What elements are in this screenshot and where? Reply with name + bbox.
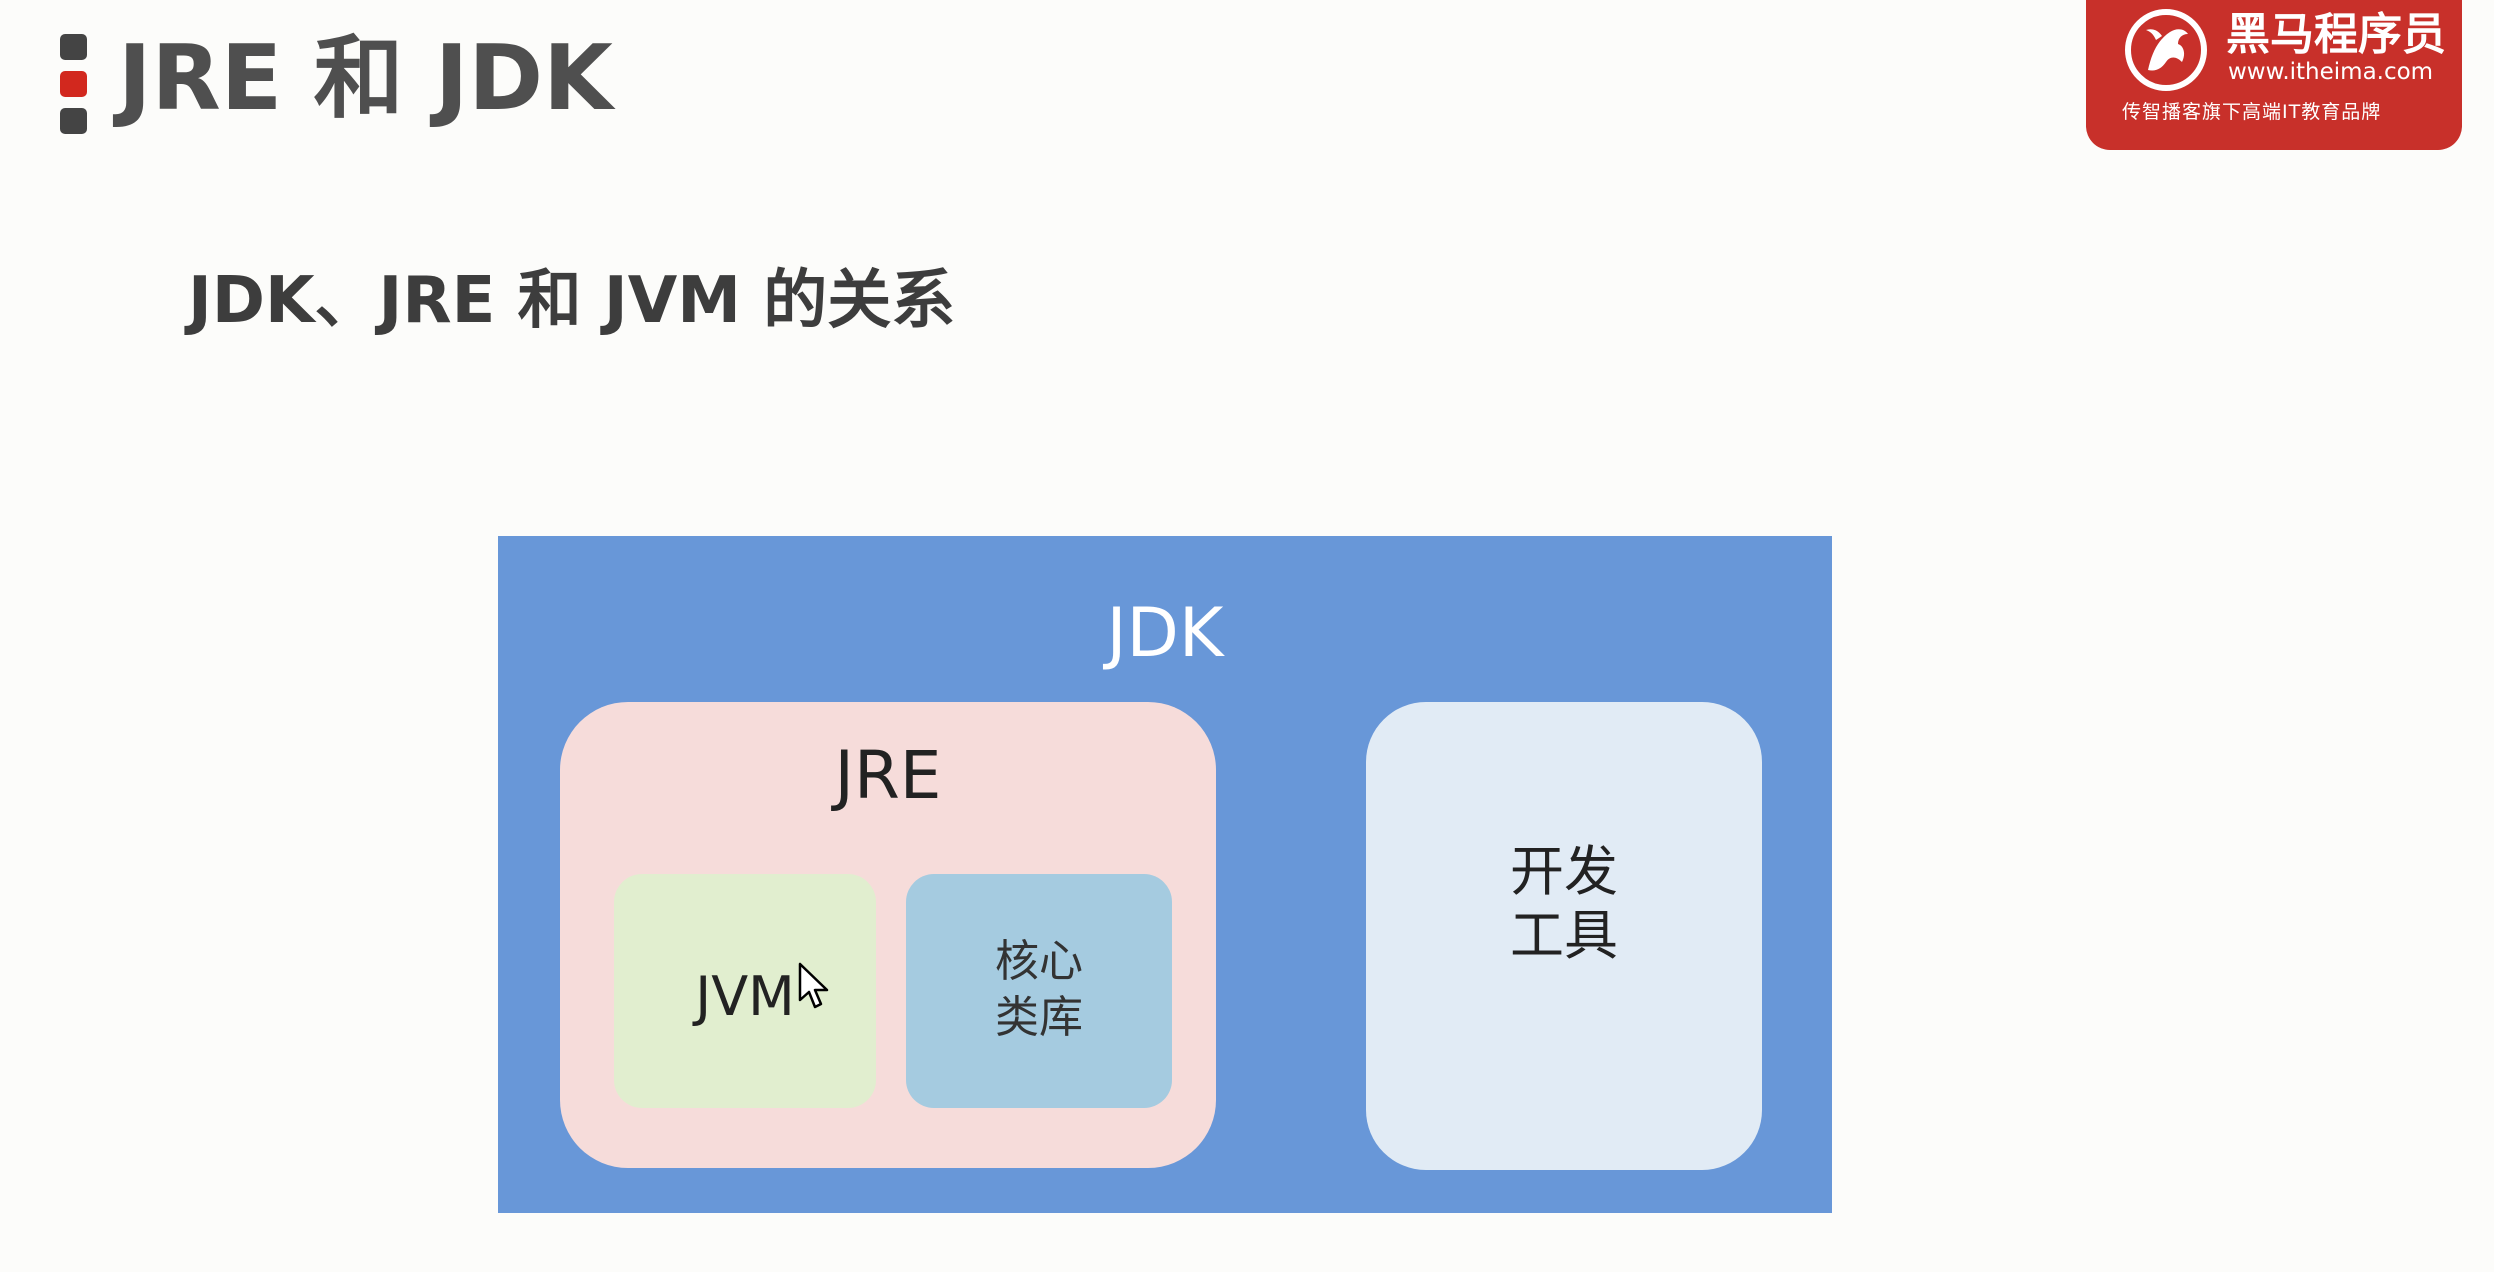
brand-tagline: 传智播客旗下高端IT教育品牌 bbox=[2122, 101, 2382, 123]
dev-tools-label: 开发 工具 bbox=[1366, 840, 1762, 968]
jvm-label: JVM bbox=[695, 965, 795, 1028]
dev-tools-box: 开发 工具 bbox=[1366, 702, 1762, 1170]
core-library-label-line2: 类库 bbox=[995, 992, 1083, 1043]
jdk-box: JDK JRE JVM 核心 类库 开发 工具 bbox=[498, 536, 1832, 1213]
slide-subtitle: JDK、JRE 和 JVM 的关系 bbox=[188, 264, 956, 338]
jdk-label: JDK bbox=[1106, 594, 1224, 673]
dev-tools-label-line2: 工具 bbox=[1510, 904, 1618, 967]
brand-url: www.itheima.com bbox=[2228, 59, 2434, 85]
brand-name: 黑马程序员 bbox=[2226, 9, 2446, 60]
page-title: JRE 和 JDK bbox=[118, 26, 613, 131]
marker-block-middle bbox=[60, 71, 87, 97]
core-library-box: 核心 类库 bbox=[906, 874, 1172, 1108]
title-marker bbox=[60, 34, 87, 145]
brand-logo: 黑马程序员 www.itheima.com 传智播客旗下高端IT教育品牌 bbox=[2086, 0, 2462, 150]
jre-label: JRE bbox=[834, 737, 942, 814]
jvm-box: JVM bbox=[614, 874, 876, 1108]
marker-block-top bbox=[60, 34, 87, 60]
marker-block-bottom bbox=[60, 108, 87, 134]
jre-box: JRE JVM 核心 类库 bbox=[560, 702, 1216, 1168]
mouse-pointer-icon bbox=[798, 962, 829, 1009]
core-library-label-line1: 核心 bbox=[995, 936, 1083, 987]
core-library-label: 核心 类库 bbox=[906, 934, 1172, 1046]
dev-tools-label-line1: 开发 bbox=[1510, 840, 1618, 903]
horse-emblem-icon bbox=[2125, 9, 2207, 91]
